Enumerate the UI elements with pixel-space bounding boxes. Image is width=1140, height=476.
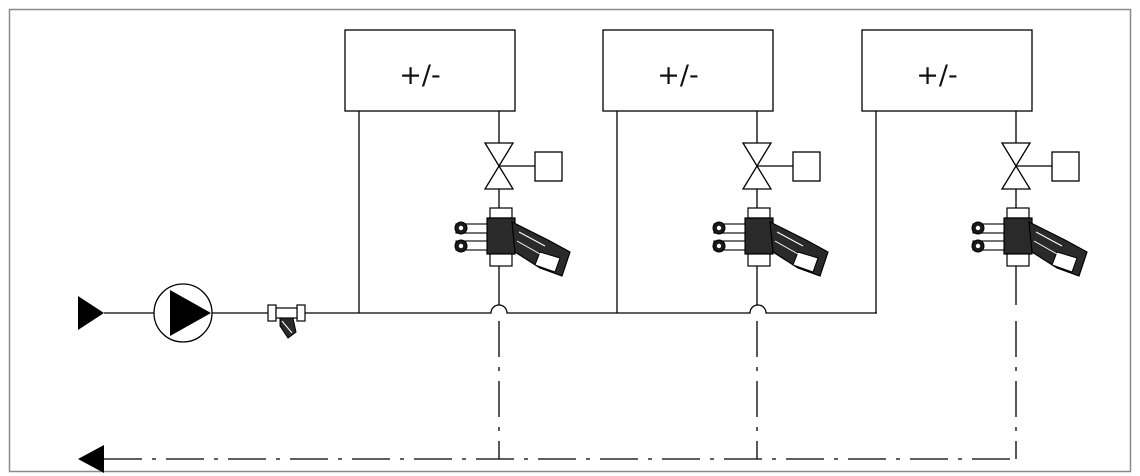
drawing-frame [8,8,1132,473]
coil-label: +/- [916,60,957,91]
strainer-icon [267,304,306,339]
coil-box [602,29,774,112]
control-valve-icon [1000,142,1052,190]
return-arrow-icon [78,445,104,473]
terminal-unit-3: +/- [861,29,1088,459]
actuator-icon [792,151,821,182]
coil-label: +/- [399,60,440,91]
supply-header [305,304,877,314]
control-valve-icon [741,142,793,190]
actuator-icon [534,151,563,182]
balancing-valve-icon [454,207,571,277]
supply-arrow-icon [78,296,104,330]
coil-box [344,29,516,112]
terminal-unit-2: +/- [602,29,829,459]
terminal-unit-1: +/- [344,29,571,459]
pump-icon [153,283,213,343]
balancing-valve-icon [712,207,829,277]
coil-box [861,29,1033,112]
coil-label: +/- [657,60,698,91]
control-valve-icon [483,142,535,190]
actuator-icon [1051,151,1080,182]
balancing-valve-icon [971,207,1088,277]
